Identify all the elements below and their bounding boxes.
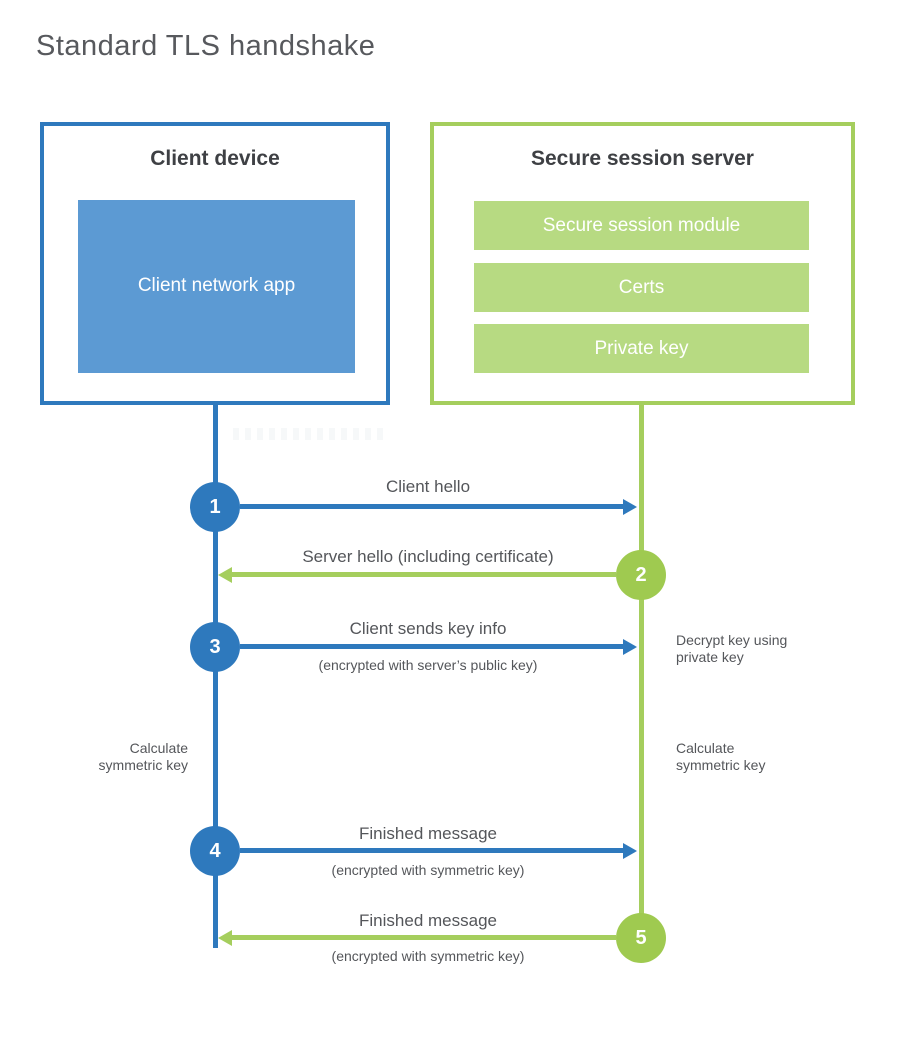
step-2-circle: 2 bbox=[616, 550, 666, 600]
message-5-arrow bbox=[232, 935, 616, 940]
message-1-arrowhead-right-icon bbox=[623, 499, 637, 515]
message-3-arrowhead-right-icon bbox=[623, 639, 637, 655]
page-title: Standard TLS handshake bbox=[36, 30, 376, 62]
client-network-app-label: Client network app bbox=[137, 275, 296, 297]
server-lifeline bbox=[639, 405, 644, 938]
server-module-certs: Certs bbox=[474, 263, 809, 312]
note-calculate-symmetric-key-client: Calculate symmetric key bbox=[98, 740, 188, 773]
step-5-circle: 5 bbox=[616, 913, 666, 963]
note-calculate-symmetric-key-server: Calculate symmetric key bbox=[676, 740, 766, 773]
step-4-circle: 4 bbox=[190, 826, 240, 876]
message-4-arrowhead-right-icon bbox=[623, 843, 637, 859]
faint-dashed-line bbox=[233, 428, 385, 440]
message-4-arrow bbox=[240, 848, 623, 853]
message-3-label: Client sends key info bbox=[349, 619, 507, 638]
message-2-arrow bbox=[232, 572, 616, 577]
client-network-app-box: Client network app bbox=[78, 200, 355, 373]
client-lifeline bbox=[213, 405, 218, 948]
message-1-label: Client hello bbox=[385, 477, 471, 496]
message-5-label: Finished message bbox=[359, 911, 497, 930]
message-1-arrow bbox=[240, 504, 623, 509]
secure-session-server-heading: Secure session server bbox=[531, 147, 754, 170]
client-device-heading: Client device bbox=[150, 147, 280, 170]
message-5-sublabel: (encrypted with symmetric key) bbox=[331, 948, 525, 964]
step-1-circle: 1 bbox=[190, 482, 240, 532]
server-module-secure-session: Secure session module bbox=[474, 201, 809, 250]
message-2-label: Server hello (including certificate) bbox=[302, 547, 554, 566]
message-2-arrowhead-left-icon bbox=[218, 567, 232, 583]
message-3-sublabel: (encrypted with server’s public key) bbox=[318, 657, 538, 673]
message-4-label: Finished message bbox=[359, 824, 497, 843]
step-3-circle: 3 bbox=[190, 622, 240, 672]
message-5-arrowhead-left-icon bbox=[218, 930, 232, 946]
message-3-arrow bbox=[240, 644, 623, 649]
server-module-private-key: Private key bbox=[474, 324, 809, 373]
message-4-sublabel: (encrypted with symmetric key) bbox=[331, 862, 525, 878]
note-decrypt-key: Decrypt key using private key bbox=[676, 632, 788, 665]
